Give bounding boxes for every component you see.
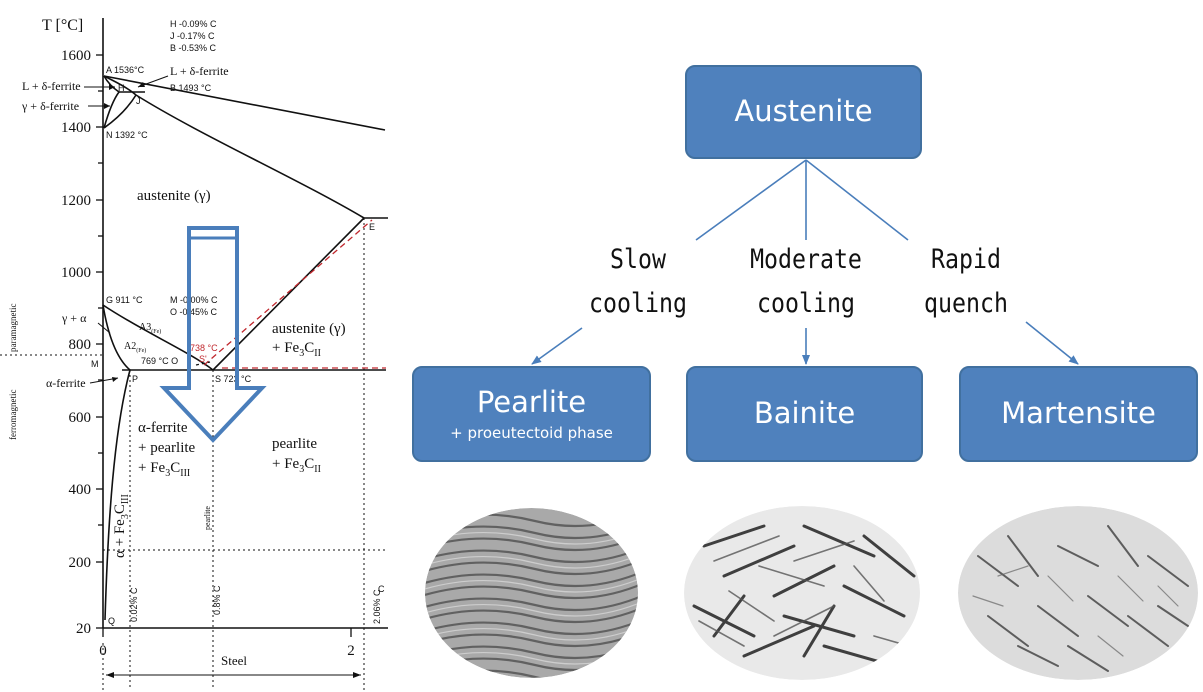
- label-l-delta-left: L + δ-ferrite: [22, 79, 81, 93]
- point-m: M: [91, 359, 99, 369]
- label-gamma-alpha: γ + α: [61, 311, 87, 325]
- pearlite-box-sublabel: + proeutectoid phase: [450, 423, 613, 442]
- bainite-box-label: Bainite: [753, 396, 856, 431]
- y-tick-800: 800: [69, 337, 92, 353]
- pearlite-box-label: Pearlite: [476, 385, 587, 420]
- arrow-to-martensite: [1025, 321, 1079, 365]
- x-tick-0: 0: [99, 643, 107, 659]
- label-a3: A3(Fe): [139, 322, 161, 335]
- y-tick-marks: [96, 54, 103, 629]
- y-tick-200: 200: [69, 555, 92, 571]
- point-n: N 1392 °C: [106, 130, 148, 140]
- connector-root-left: [695, 159, 807, 241]
- label-alpha-pearlite-1: α-ferrite: [138, 420, 188, 436]
- label-l-delta-right: L + δ-ferrite: [170, 64, 229, 78]
- point-s: S 723 °C: [215, 374, 252, 384]
- y-tick-20: 20: [76, 621, 91, 637]
- comp-line-08: 0.8% C: [212, 585, 222, 615]
- y-tick-1000: 1000: [61, 265, 91, 281]
- austenite-box-label: Austenite: [734, 94, 873, 129]
- rapid-quench-line1: Rapid: [931, 244, 1001, 275]
- connector-root-right: [805, 159, 909, 241]
- y-axis-label: T [°C]: [42, 17, 83, 34]
- point-p: P: [132, 374, 138, 384]
- moderate-cooling-line1: Moderate: [750, 244, 862, 275]
- label-austenite-fe3c-1: austenite (γ): [272, 321, 346, 337]
- bainite-micrograph: [684, 506, 920, 680]
- label-a2: A2(Fe): [124, 341, 146, 354]
- point-q: Q: [108, 616, 115, 626]
- label-austenite: austenite (γ): [137, 188, 211, 204]
- label-alpha-pearlite-3: + Fe3CIII: [138, 460, 190, 479]
- martensite-box: Martensite: [959, 366, 1198, 462]
- x-axis-label-steel: Steel: [221, 653, 247, 668]
- label-alpha-ferrite: α-ferrite: [46, 376, 86, 390]
- x-tick-2: 2: [347, 643, 355, 659]
- label-ferromagnetic: ferromagnetic: [8, 390, 18, 440]
- moderate-cooling-line2: cooling: [757, 288, 855, 319]
- slow-cooling-line2: cooling: [589, 288, 687, 319]
- label-pearlite-vertical: pearlite: [203, 506, 212, 530]
- martensite-box-label: Martensite: [1001, 396, 1156, 431]
- y-tick-400: 400: [69, 482, 92, 498]
- legend-b: B -0.53% C: [170, 43, 217, 53]
- label-alpha-fe3c-vertical: α + Fe3CIII: [112, 494, 131, 558]
- y-tick-600: 600: [69, 410, 92, 426]
- point-e: E: [369, 222, 375, 232]
- label-austenite-fe3c-2: + Fe3CII: [272, 340, 321, 359]
- comp-line-206: 2.06% C: [372, 589, 382, 624]
- comp-line-002: 0.02% C: [129, 587, 139, 622]
- label-alpha-pearlite-2: + pearlite: [138, 440, 196, 456]
- point-j: J: [136, 96, 141, 106]
- point-c: C: [378, 584, 385, 594]
- rapid-quench-line2: quench: [924, 288, 1008, 319]
- point-b: B 1493 °C: [170, 83, 212, 93]
- red-dashed-lines: [203, 219, 386, 369]
- dotted-guides: [0, 218, 388, 690]
- iron-carbon-phase-diagram: 1600 1400 1200 1000 800 600 400 200 20 T…: [0, 17, 388, 690]
- legend-m: M -0.00% C: [170, 295, 218, 305]
- point-769: 769 °C O: [141, 356, 178, 366]
- legend-o: O -0.45% C: [170, 307, 218, 317]
- arrow-to-pearlite: [531, 327, 583, 365]
- point-h: H: [118, 83, 125, 93]
- bainite-box: Bainite: [686, 366, 923, 462]
- austenite-box: Austenite: [685, 65, 922, 159]
- point-738: 738 °C: [190, 343, 218, 353]
- point-g: G 911 °C: [106, 295, 143, 305]
- martensite-micrograph: [958, 506, 1198, 680]
- y-tick-1200: 1200: [61, 193, 91, 209]
- point-a: A 1536°C: [106, 65, 145, 75]
- legend-j: J -0.17% C: [170, 31, 215, 41]
- label-paramagnetic: paramagnetic: [8, 304, 18, 352]
- rapid-quench-label: Rapid quench: [914, 238, 1017, 326]
- y-tick-1400: 1400: [61, 120, 91, 136]
- moderate-cooling-label: Moderate cooling: [746, 238, 866, 326]
- point-s-prime: S': [199, 354, 207, 364]
- label-pearlite-fe3c-1: pearlite: [272, 436, 317, 452]
- y-tick-1600: 1600: [61, 48, 91, 64]
- legend-h: H -0.09% C: [170, 19, 217, 29]
- pearlite-box: Pearlite + proeutectoid phase: [412, 366, 651, 462]
- slow-cooling-label: Slow cooling: [586, 238, 689, 326]
- label-gamma-delta: γ + δ-ferrite: [21, 99, 79, 113]
- pearlite-micrograph: [425, 508, 638, 678]
- cooling-arrow: [159, 226, 267, 443]
- label-pearlite-fe3c-2: + Fe3CII: [272, 456, 321, 475]
- slow-cooling-line1: Slow: [610, 244, 666, 275]
